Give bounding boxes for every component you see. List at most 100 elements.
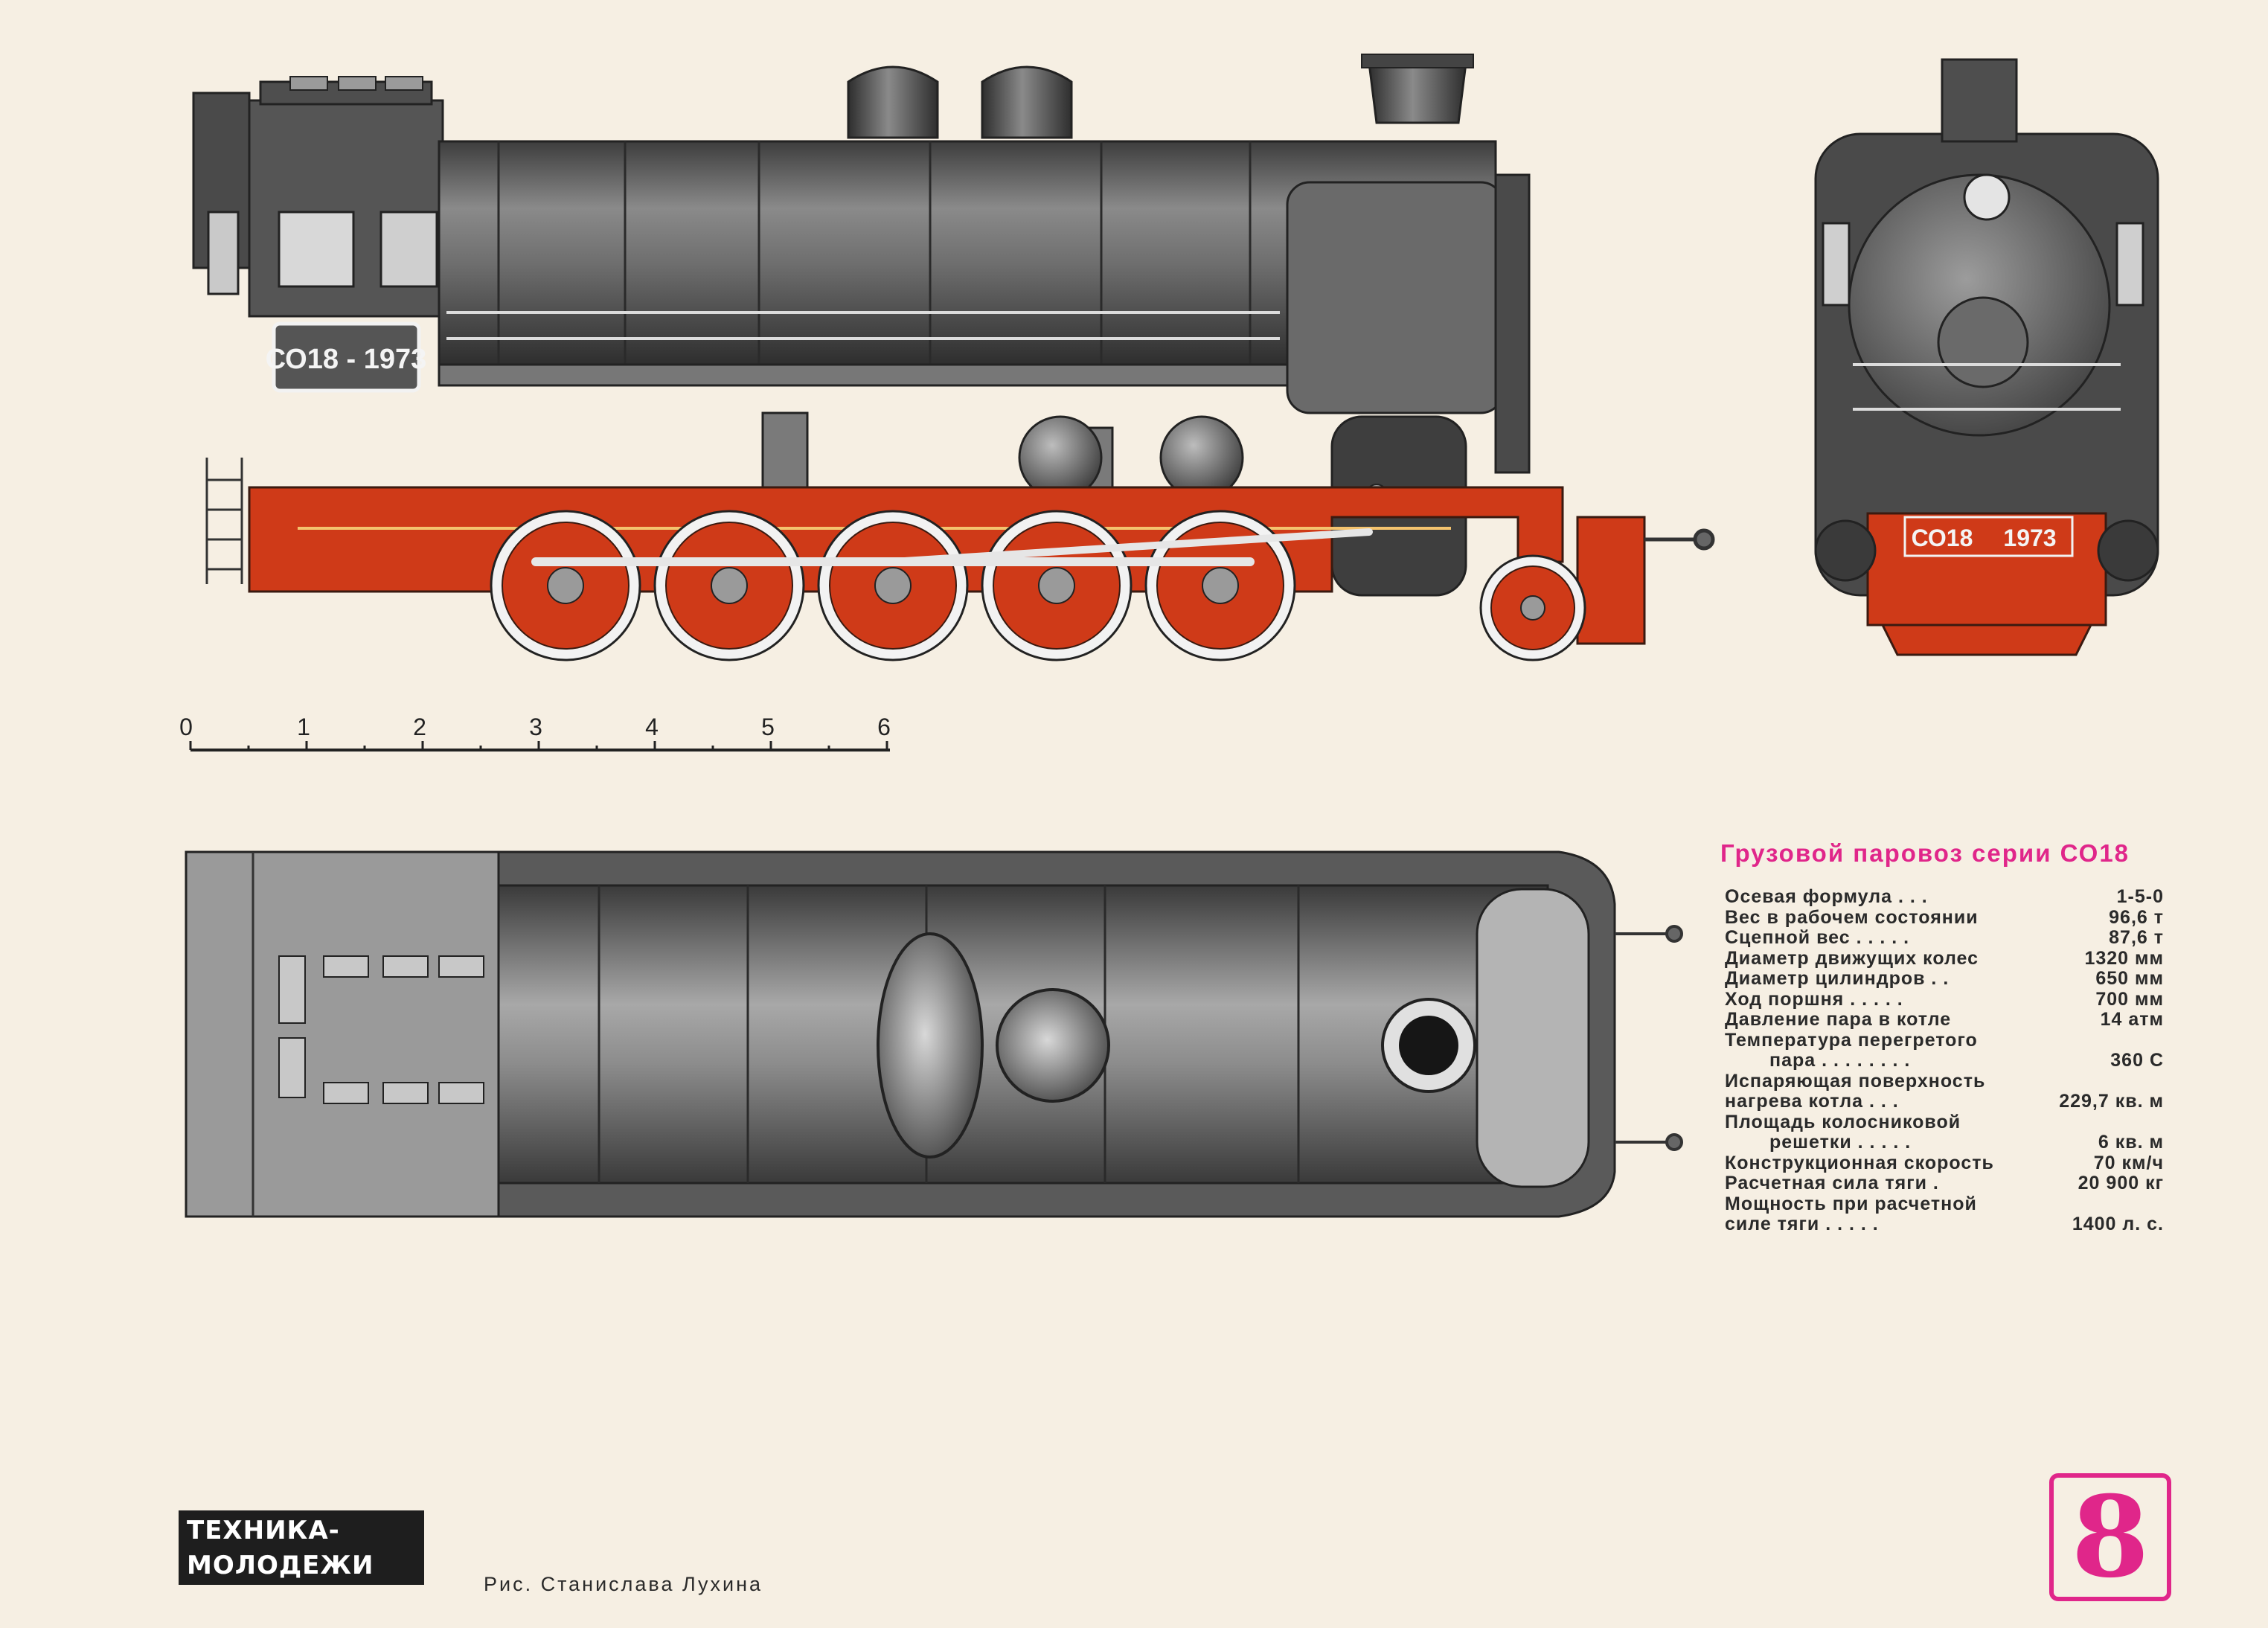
- boiler-bands: [497, 141, 1252, 365]
- spec-value: 229,7 кв. м: [2059, 1091, 2164, 1112]
- smokebox: [1286, 181, 1505, 414]
- illustration-credit: Рис. Станислава Лухина: [484, 1573, 763, 1595]
- spec-row: пара . . . . . . . .360 С: [1725, 1050, 2164, 1071]
- front-chimney: [1941, 58, 2018, 143]
- spec-title: Грузовой паровоз серии СО18: [1720, 839, 2130, 867]
- driving-wheel-1: [490, 510, 641, 661]
- number-plate: [272, 321, 421, 393]
- spec-row: Осевая формула . . . 1-5-0: [1725, 886, 2164, 908]
- spec-value: 70 км/ч: [2093, 1152, 2164, 1173]
- spec-value: 87,6 т: [2109, 927, 2164, 948]
- spec-row: Температура перегретого: [1725, 1029, 2164, 1051]
- driving-wheel-4: [981, 510, 1133, 661]
- front-number-plate-left: СО18: [1912, 525, 1973, 551]
- front-pilot: [1880, 624, 2093, 656]
- spec-row: Диаметр цилиндров . . 650 мм: [1725, 968, 2164, 990]
- handrails: [446, 311, 1280, 340]
- spec-label: Испаряющая поверхность: [1725, 1070, 1986, 1092]
- driving-wheels: [490, 510, 1296, 661]
- cab-roof-vents: [278, 955, 484, 1104]
- buffer-right: [2097, 519, 2159, 582]
- cab-window-rear: [207, 211, 240, 295]
- logo-line-2: МОЛОДЕЖИ: [187, 1551, 374, 1580]
- spec-row: Площадь колосниковой: [1725, 1112, 2164, 1133]
- spec-value: 96,6 т: [2109, 906, 2164, 928]
- spec-label: Ход поршня . . . . .: [1725, 988, 1903, 1010]
- spec-value: 360 С: [2110, 1050, 2164, 1071]
- spec-row: силе тяги . . . . . 1400 л. с.: [1725, 1214, 2164, 1235]
- spec-label: Давление пара в котле: [1725, 1009, 1952, 1030]
- chimney: [1368, 62, 1467, 124]
- locomotive-top-view: [185, 850, 1683, 1218]
- front-side-window-right: [2115, 222, 2144, 307]
- cab-window-left: [278, 211, 355, 288]
- driving-wheel-2: [653, 510, 805, 661]
- spec-value: 650 мм: [2095, 968, 2164, 989]
- spec-list: Осевая формула . . . 1-5-0 Вес в рабочем …: [1725, 886, 2164, 1235]
- coupling-rods: [531, 528, 1373, 566]
- scale-bar: 0 1 2 3 4 5 6: [179, 714, 891, 751]
- locomotive-side-view: СО18 - 1973: [192, 54, 1715, 661]
- issue-number-badge: 8: [2049, 1473, 2171, 1601]
- spec-label: Мощность при расчетной: [1725, 1193, 1977, 1214]
- front-couplers-top: [1615, 925, 1683, 1151]
- spec-label: Осевая формула . . .: [1725, 886, 1928, 907]
- spec-label: Вес в рабочем состоянии: [1725, 906, 1979, 928]
- tank-top: [1476, 888, 1590, 1188]
- steam-dome-top: [877, 932, 984, 1158]
- front-number-plate: [1903, 516, 2074, 557]
- scale-label-2: 2: [413, 714, 426, 740]
- scale-label-6: 6: [877, 714, 891, 740]
- spec-value: 14 атм: [2100, 1009, 2164, 1030]
- spec-row: решетки . . . . . 6 кв. м: [1725, 1132, 2164, 1153]
- spec-label: Расчетная сила тяги .: [1725, 1173, 1939, 1193]
- driving-wheel-5: [1144, 510, 1296, 661]
- smokebox-front: [1494, 173, 1531, 474]
- spec-label: нагрева котла . . .: [1725, 1091, 1899, 1112]
- chimney-top: [1381, 998, 1476, 1093]
- spec-value: 20 900 кг: [2078, 1173, 2164, 1193]
- sand-dome-top: [996, 988, 1110, 1103]
- spec-value: 1-5-0: [2116, 886, 2164, 907]
- spec-label: Площадь колосниковой: [1725, 1111, 1961, 1132]
- scale-ticks: [189, 741, 888, 750]
- cab-roof: [185, 850, 500, 1218]
- spec-row: Давление пара в котле 14 атм: [1725, 1009, 2164, 1031]
- scale-label-4: 4: [645, 714, 659, 740]
- side-number-plate-text: СО18 - 1973: [266, 344, 427, 375]
- front-buffer-beam: [1576, 516, 1646, 645]
- scale-label-0: 0: [179, 714, 193, 740]
- spec-row: Расчетная сила тяги . 20 900 кг: [1725, 1173, 2164, 1194]
- scale-label-5: 5: [761, 714, 775, 740]
- cab-window-right: [379, 211, 438, 288]
- spec-row: нагрева котла . . . 229,7 кв. м: [1725, 1091, 2164, 1112]
- spec-label: Диаметр цилиндров . .: [1725, 968, 1950, 989]
- spec-row: Вес в рабочем состоянии 96,6 т: [1725, 906, 2164, 929]
- buffer-left: [1814, 519, 1877, 582]
- headlight: [1963, 173, 2011, 221]
- spec-label: Температура перегретого: [1725, 1029, 1978, 1051]
- spec-value: 1400 л. с.: [2072, 1214, 2164, 1234]
- locomotive-front-view: СО18 1973: [1814, 58, 2159, 656]
- steam-dome-2: [981, 65, 1073, 139]
- steam-dome-1: [847, 65, 939, 139]
- front-number-plate-right: 1973: [2003, 525, 2056, 551]
- spec-row: Испаряющая поверхность: [1725, 1071, 2164, 1092]
- spec-label: Диаметр движущих колес: [1725, 947, 1979, 969]
- front-coupler: [1644, 528, 1715, 551]
- logo-line-1: ТЕХНИКА-: [187, 1516, 340, 1545]
- front-handrails: [1853, 363, 2121, 411]
- spec-label: силе тяги . . . . .: [1725, 1214, 1879, 1234]
- spec-value: 700 мм: [2095, 988, 2164, 1010]
- spec-value: 1320 мм: [2084, 947, 2164, 969]
- magazine-logo: ТЕХНИКА- МОЛОДЕЖИ: [179, 1510, 424, 1585]
- spec-row: Ход поршня . . . . . 700 мм: [1725, 988, 2164, 1010]
- spec-row: Мощность при расчетной: [1725, 1193, 2164, 1215]
- spec-value: 6 кв. м: [2098, 1132, 2164, 1153]
- spec-label: решетки . . . . .: [1769, 1132, 1912, 1153]
- cab-ladder: [205, 458, 243, 584]
- spec-label: Сцепной вес . . . . .: [1725, 927, 1910, 948]
- spec-row: Диаметр движущих колес 1320 мм: [1725, 947, 2164, 970]
- driving-wheel-3: [817, 510, 969, 661]
